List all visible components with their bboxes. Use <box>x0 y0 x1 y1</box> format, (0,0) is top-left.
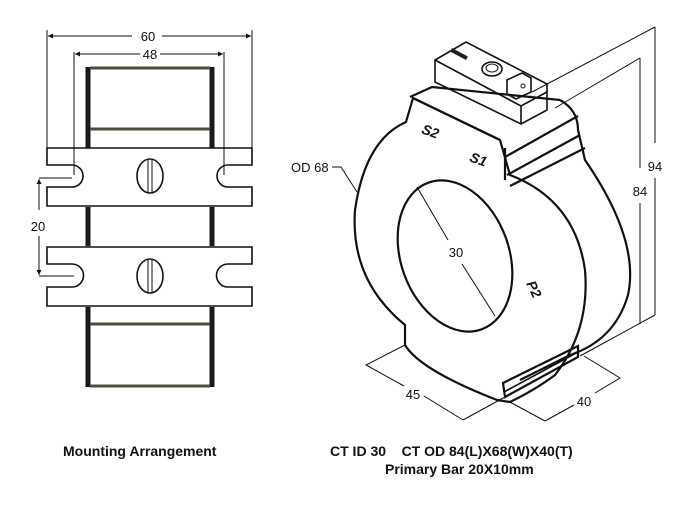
dimension-94-label: 94 <box>648 159 662 174</box>
dimension-48-label: 48 <box>143 47 157 62</box>
clamp-plate-lower <box>46 246 253 307</box>
dimension-84: 84 <box>554 57 647 324</box>
current-transformer-drawing: 94 84 <box>291 26 662 422</box>
dimension-94: 94 <box>531 26 662 357</box>
dimension-od68: OD 68 <box>291 160 358 193</box>
dimension-40: 40 <box>507 355 621 422</box>
ct-base-foot <box>501 344 580 399</box>
primary-bar-bottom <box>85 307 215 388</box>
terminal-mark-s1: S1 <box>468 149 490 170</box>
ct-front-face <box>353 96 587 404</box>
terminal-mark-s2: S2 <box>420 121 442 142</box>
dimension-84-label: 84 <box>633 184 647 199</box>
primary-bar-caption: Primary Bar 20X10mm <box>385 461 534 477</box>
mounting-arrangement-caption: Mounting Arrangement <box>63 443 217 459</box>
dimension-60: 60 <box>46 29 253 148</box>
terminal-mark-p2: P2 <box>523 278 545 300</box>
dimension-48: 48 <box>73 47 225 175</box>
ct-inner-aperture <box>396 179 514 333</box>
dimension-60-label: 60 <box>141 29 155 44</box>
screw-lower-icon <box>136 258 164 294</box>
ct-body-side <box>519 99 632 381</box>
mounting-arrangement-drawing: 60 48 <box>31 29 253 388</box>
primary-bar-middle <box>85 207 215 246</box>
primary-bar-top <box>85 66 215 148</box>
ct-spec-caption: CT ID 30 CT OD 84(L)X68(W)X40(T) <box>330 443 573 459</box>
dimension-40-label: 40 <box>577 394 591 409</box>
ct-top-face <box>409 85 561 102</box>
dimension-20: 20 <box>31 177 74 277</box>
dimension-45-label: 45 <box>406 387 420 402</box>
dimension-30: 30 <box>416 186 496 317</box>
terminal-block <box>434 41 548 125</box>
dimension-45: 45 <box>364 344 506 421</box>
dimension-20-label: 20 <box>31 219 45 234</box>
clamp-plate-upper <box>46 147 253 207</box>
dimension-30-label: 30 <box>449 245 463 260</box>
dimension-od68-label: OD 68 <box>291 160 329 175</box>
screw-upper-icon <box>136 158 164 194</box>
